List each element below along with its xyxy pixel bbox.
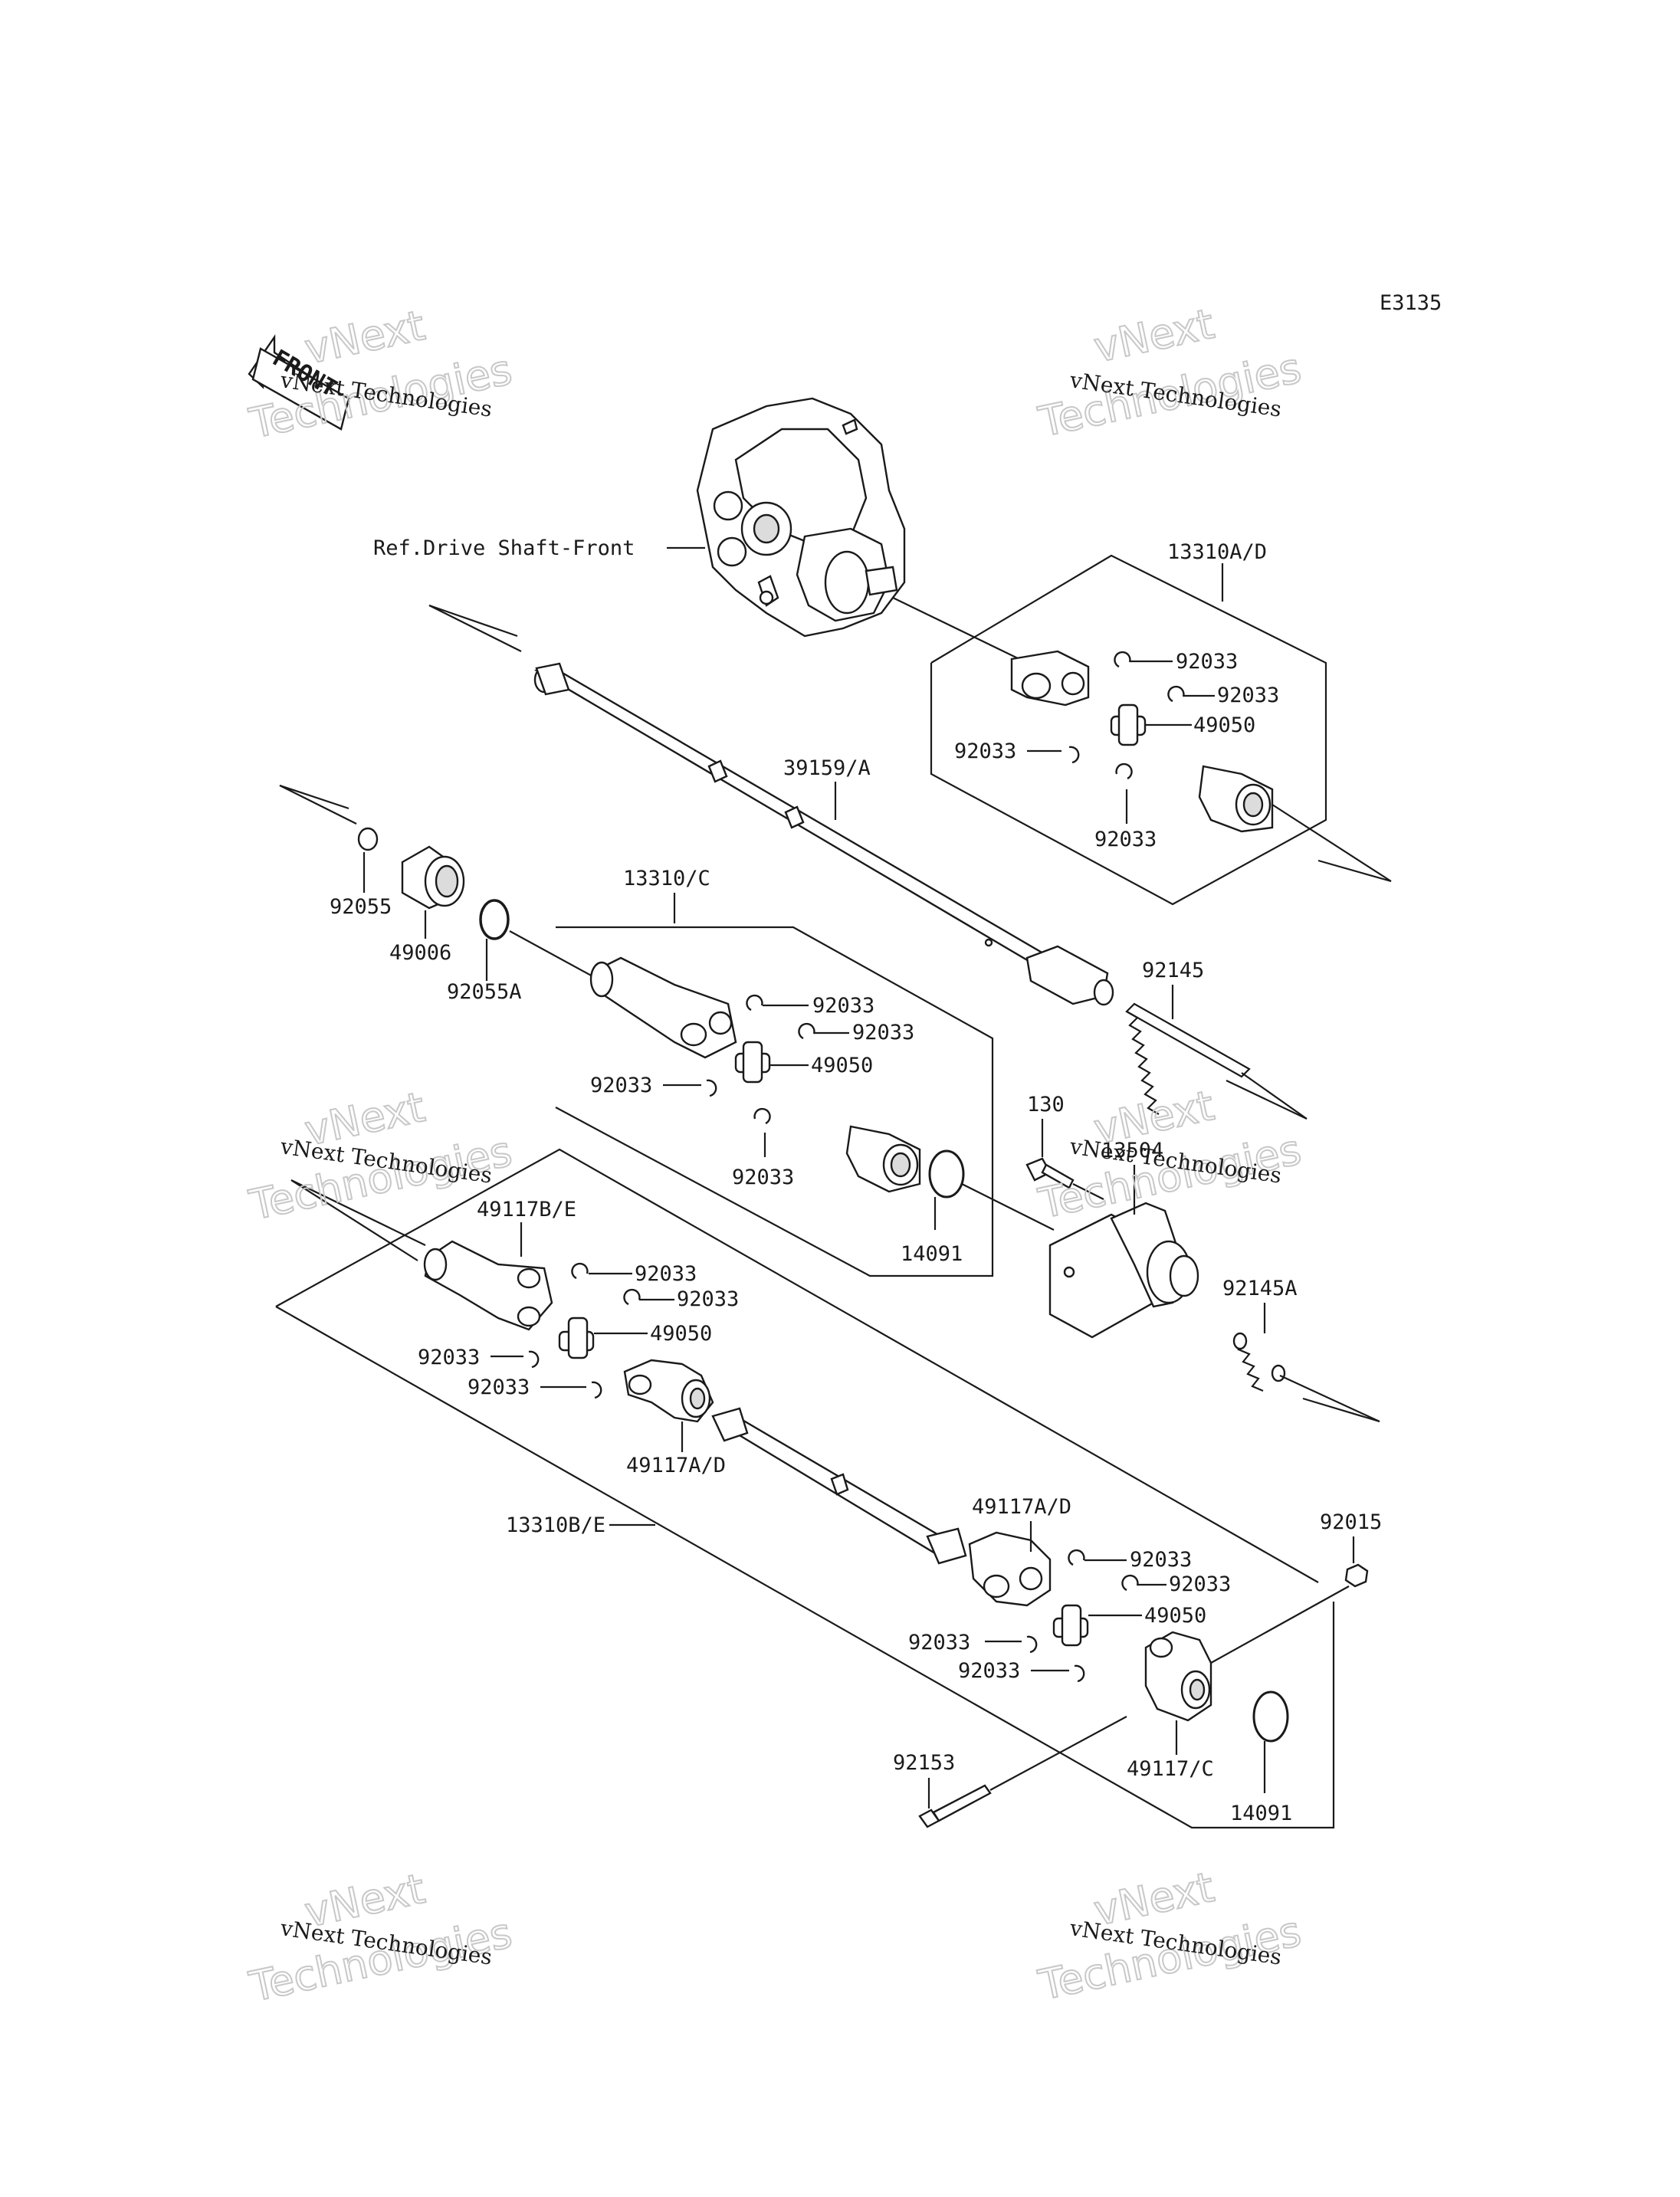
bolt-92153 [918, 1784, 992, 1828]
label-92033-d4: 92033 [958, 1659, 1020, 1683]
final-drive-housing [696, 397, 906, 638]
label-49117be: 49117B/E [477, 1198, 576, 1221]
yoke-49117ad-1 [623, 1359, 714, 1423]
o-ring-92055 [357, 827, 379, 851]
circlip-icon [1026, 1635, 1038, 1654]
label-92033-c3: 92033 [590, 1074, 652, 1097]
label-92033-a3: 92033 [954, 739, 1016, 763]
cross-spider-icon [1110, 703, 1147, 746]
yoke-13310a [1010, 650, 1090, 707]
label-92055a: 92055A [447, 980, 522, 1004]
yoke-13310c-rear [845, 1125, 921, 1193]
circlip-icon [1115, 762, 1133, 780]
circlip-icon [798, 1022, 815, 1040]
diagram-code: E3135 [1380, 291, 1442, 315]
ref-drive-shaft-front-label: Ref.Drive Shaft-Front [373, 536, 635, 560]
circlip-icon [591, 1381, 602, 1399]
label-92033-b3: 92033 [418, 1346, 480, 1369]
label-92033-a2: 92033 [1217, 684, 1279, 707]
circlip-icon [1068, 746, 1080, 764]
circlip-icon [528, 1350, 540, 1369]
spring-92145 [1125, 1002, 1251, 1115]
label-13310ad: 13310A/D [1167, 540, 1267, 564]
circlip-icon [706, 1079, 717, 1097]
circlip-icon [571, 1262, 589, 1280]
yoke-13310c [589, 956, 737, 1059]
label-49117ad-1: 49117A/D [626, 1454, 726, 1477]
label-92055: 92055 [330, 895, 392, 919]
label-13504: 13504 [1101, 1139, 1163, 1162]
group-outline-13310c [555, 926, 994, 1277]
circlip-icon [623, 1288, 641, 1306]
circlip-icon [1167, 685, 1185, 703]
label-92145: 92145 [1142, 959, 1204, 982]
cross-spider-icon [1052, 1604, 1089, 1647]
label-92033-b2: 92033 [677, 1287, 739, 1311]
label-92033-c4: 92033 [732, 1166, 794, 1189]
label-49050-a: 49050 [1193, 713, 1255, 737]
label-13310be: 13310B/E [506, 1513, 605, 1537]
label-92033-b4: 92033 [468, 1376, 530, 1399]
label-92033-b1: 92033 [635, 1262, 697, 1286]
seal-49006 [401, 845, 465, 910]
label-49050-d: 49050 [1144, 1604, 1206, 1628]
bearing-housing-13504 [1048, 1202, 1199, 1339]
label-130: 130 [1027, 1093, 1065, 1117]
label-49050-b: 49050 [650, 1322, 712, 1346]
label-92033-d2: 92033 [1169, 1572, 1231, 1596]
yoke-13310a-rear [1198, 765, 1274, 833]
circlip-icon [746, 994, 763, 1012]
svg-text:vNext: vNext [300, 301, 428, 373]
drive-shaft-39159a [533, 662, 1114, 1006]
yoke-49117be [423, 1240, 553, 1331]
o-ring-92055a [479, 899, 510, 940]
label-92033-d3: 92033 [908, 1631, 970, 1654]
label-14091-c: 14091 [901, 1242, 963, 1266]
label-92033-d1: 92033 [1130, 1548, 1192, 1572]
group-outline-13310be [275, 1148, 1319, 1583]
label-92153: 92153 [893, 1751, 955, 1775]
washer-14091-c [928, 1149, 965, 1199]
yoke-49117ad-2 [968, 1531, 1052, 1607]
circlip-icon [753, 1107, 771, 1125]
circlip-icon [1074, 1664, 1085, 1683]
washer-14091-d [1252, 1690, 1289, 1743]
label-92145a: 92145A [1222, 1277, 1298, 1300]
group-outline-13310ad [930, 554, 1327, 906]
bolt-130 [1025, 1157, 1075, 1189]
label-92033-a4: 92033 [1094, 828, 1157, 851]
label-92033-c1: 92033 [812, 994, 874, 1018]
svg-text:vNext: vNext [1090, 300, 1218, 372]
yoke-49117c [1144, 1631, 1212, 1722]
cross-spider-icon [734, 1041, 771, 1084]
label-39159a: 39159/A [783, 756, 871, 780]
label-49006: 49006 [389, 941, 451, 965]
circlip-icon [1068, 1549, 1085, 1566]
label-49117c: 49117/C [1127, 1757, 1214, 1781]
label-49117ad-2: 49117A/D [972, 1495, 1071, 1519]
label-49050-c: 49050 [811, 1054, 873, 1077]
label-13310c: 13310/C [623, 867, 710, 890]
circlip-icon [1121, 1574, 1139, 1592]
nut-92015 [1344, 1563, 1369, 1588]
label-92015: 92015 [1320, 1510, 1382, 1534]
circlip-icon [1114, 651, 1131, 668]
cross-spider-icon [558, 1317, 595, 1359]
spring-92145a [1232, 1332, 1286, 1392]
watermark-top-right: vNext Technologies [1034, 299, 1306, 448]
label-14091-d: 14091 [1230, 1802, 1292, 1825]
label-92033-a1: 92033 [1176, 650, 1238, 674]
propeller-shaft [711, 1407, 967, 1565]
label-92033-c2: 92033 [852, 1021, 914, 1044]
